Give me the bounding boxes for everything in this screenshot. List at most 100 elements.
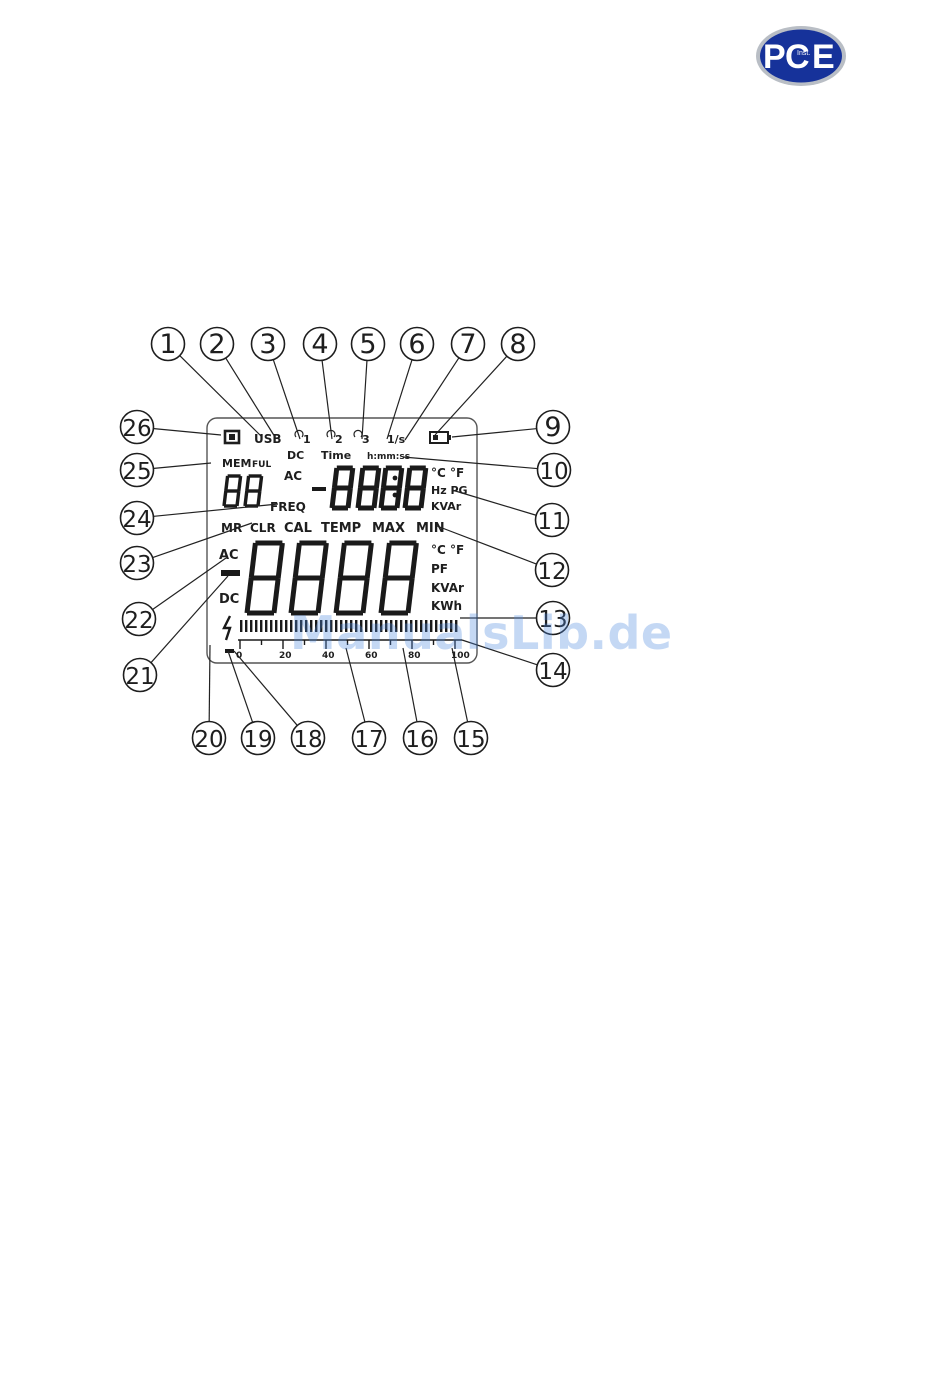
memory-digit-2 [245,476,262,506]
unit-hz-pg: Hz PG [431,484,468,497]
clr-label: CLR [250,521,276,535]
svg-text:3: 3 [259,329,276,360]
callout-leader-lines [151,356,537,725]
bargraph-segment [270,620,272,632]
primary-digits [247,543,416,613]
callout-11: 11 [536,504,569,537]
leader-line-22 [153,558,226,609]
scale-indicator-mark [225,649,234,653]
leader-line-20 [209,645,210,721]
logo-letter-p: P [763,38,786,76]
callout-10: 10 [538,454,571,487]
callout-22: 22 [123,603,156,636]
callout-20: 20 [193,722,226,755]
callout-12: 12 [536,554,569,587]
leader-line-3 [273,360,300,439]
callout-16: 16 [404,722,437,755]
svg-text:23: 23 [122,552,151,578]
callout-19: 19 [242,722,275,755]
max-label: MAX [372,521,405,536]
unit-kvar-top: KVAr [431,500,462,513]
callout-9: 9 [537,411,570,444]
callout-26: 26 [121,411,154,444]
svg-text:21: 21 [125,664,154,690]
bargraph-segment [250,620,252,632]
svg-text:1: 1 [159,329,176,360]
memory-digits [224,476,262,506]
svg-text:4: 4 [311,329,328,360]
cal-label: CAL [284,521,312,536]
svg-text:15: 15 [456,727,485,753]
min-label: MIN [416,521,445,536]
leader-line-4 [322,361,332,439]
secondary-digit-1 [332,468,353,508]
svg-text:14: 14 [538,659,567,685]
svg-text:2: 2 [335,433,343,446]
svg-text:11: 11 [537,509,566,535]
secondary-digit-3 [381,468,402,508]
dc-left-label: DC [219,592,239,607]
channel-2-icon: 2 [327,430,343,446]
callout-5: 5 [352,328,385,361]
svg-text:16: 16 [405,727,434,753]
svg-text:3: 3 [362,433,370,446]
leader-line-6 [387,360,412,439]
leader-line-19 [228,651,252,722]
colon-dot-upper [393,476,398,481]
freq-label: FREQ [270,500,306,514]
bargraph-segment [285,620,287,632]
colon-dot-lower [393,493,398,498]
callout-21: 21 [124,659,157,692]
svg-text:26: 26 [122,416,151,442]
dc-top-label: DC [287,449,304,462]
callout-8: 8 [502,328,535,361]
ac-top-label: AC [284,469,302,483]
leader-line-7 [405,358,459,440]
callout-7: 7 [452,328,485,361]
secondary-digit-4 [405,468,426,508]
svg-text:5: 5 [359,329,376,360]
unit-kvar-bottom: KVAr [431,581,464,595]
logo-letter-c: C [785,38,810,76]
leader-line-21 [151,576,228,662]
callout-4: 4 [304,328,337,361]
callout-24: 24 [121,502,154,535]
svg-text:9: 9 [544,412,561,443]
pce-logo: P C E Inst. [754,24,848,88]
svg-text:10: 10 [539,459,568,485]
logo-letter-e: E [812,38,835,76]
callout-15: 15 [455,722,488,755]
bargraph-segment [275,620,277,632]
leader-line-5 [362,361,367,439]
lcd-diagram: USB 1 2 3 1/s DC Time h:mm:ss MEM FUL AC… [100,318,600,768]
primary-digit-2 [291,543,326,613]
bargraph-segment [280,620,282,632]
secondary-digits [332,468,426,508]
bargraph-segment [265,620,267,632]
leader-line-26 [154,429,221,435]
callout-2: 2 [201,328,234,361]
ful-label: FUL [252,460,271,470]
card-icon [225,431,239,443]
primary-digit-1 [247,543,282,613]
watermark: ManualsLib.de [290,606,673,660]
callout-18: 18 [292,722,325,755]
leader-line-24 [154,504,278,516]
mem-label: MEM [222,457,251,470]
hazard-lightning-icon [224,616,230,640]
bargraph-segment [240,620,242,632]
svg-text:8: 8 [509,329,526,360]
leader-line-25 [154,463,211,468]
temp-label: TEMP [321,521,361,536]
bargraph-segment [255,620,257,632]
secondary-digit-2 [358,468,379,508]
rate-label: 1/s [387,433,406,446]
callout-23: 23 [121,547,154,580]
leader-line-8 [435,357,507,435]
svg-text:25: 25 [122,459,151,485]
callout-1: 1 [152,328,185,361]
bargraph-segment [245,620,247,632]
svg-text:17: 17 [354,727,383,753]
bargraph-segment [260,620,262,632]
svg-text:12: 12 [537,559,566,585]
